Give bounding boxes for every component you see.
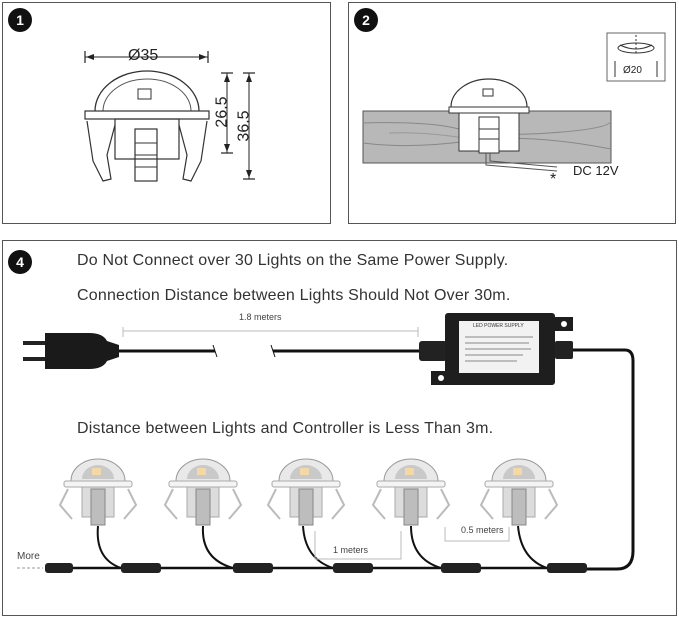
deck-light-4 bbox=[371, 458, 451, 526]
panel-2-installation: 2 Ø20 DC 12V * bbox=[348, 2, 676, 224]
deck-light-5 bbox=[479, 458, 559, 526]
voltage-label: DC 12V bbox=[573, 163, 619, 178]
instruction-line-3: Distance between Lights and Controller i… bbox=[77, 420, 494, 437]
cable-length-label: 1.8 meters bbox=[239, 312, 282, 322]
panel-1-dimensions: 1 Ø35 26.5 36.5 bbox=[2, 2, 331, 224]
step-badge-2: 2 bbox=[354, 8, 378, 32]
instruction-line-2: Connection Distance between Lights Shoul… bbox=[77, 287, 511, 304]
power-plug-icon bbox=[23, 333, 119, 369]
deck-light-2 bbox=[163, 458, 243, 526]
wiring-diagram bbox=[17, 313, 635, 573]
step-badge-1: 1 bbox=[8, 8, 32, 32]
diameter-label: Ø35 bbox=[128, 47, 159, 64]
step-badge-4: 4 bbox=[8, 250, 32, 274]
psu-title: LED POWER SUPPLY bbox=[473, 323, 524, 329]
light-spacing-label: 1 meters bbox=[333, 545, 369, 555]
lights-group bbox=[58, 458, 559, 526]
hole-diameter-label: Ø20 bbox=[623, 65, 642, 76]
led-power-supply bbox=[431, 313, 573, 385]
height-inner-label: 26.5 bbox=[213, 96, 231, 128]
panel-4-wiring: 4 Do Not Connect over 30 Lights on the S… bbox=[2, 240, 677, 616]
instruction-line-1: Do Not Connect over 30 Lights on the Sam… bbox=[77, 252, 509, 269]
deck-light-1 bbox=[58, 458, 138, 526]
height-outer-label: 36.5 bbox=[235, 110, 253, 142]
light-dimension-drawing bbox=[84, 51, 255, 182]
asterisk-mark: * bbox=[550, 171, 557, 188]
light-end-label: 0.5 meters bbox=[461, 525, 504, 535]
more-label: More bbox=[17, 551, 40, 562]
installation-drawing bbox=[362, 32, 666, 172]
deck-light-3 bbox=[266, 458, 346, 526]
